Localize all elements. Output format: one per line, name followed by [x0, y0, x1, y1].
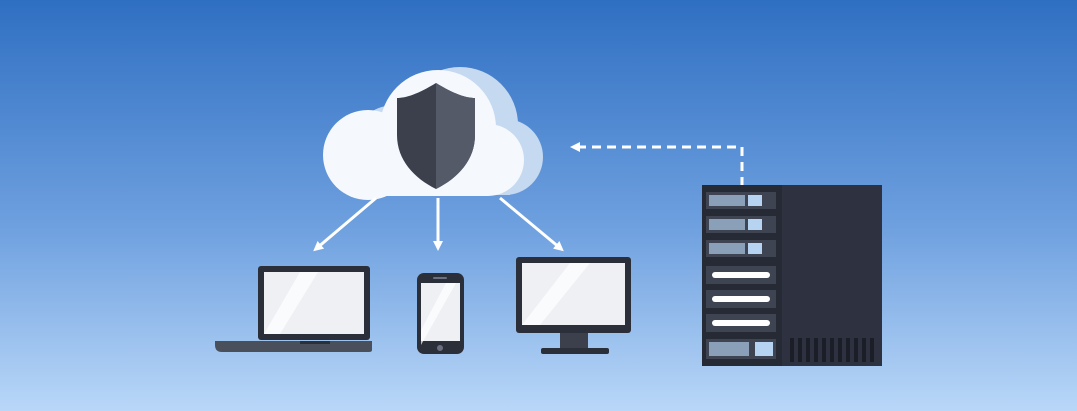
- server-vents: [790, 338, 874, 362]
- smartphone-icon: [417, 273, 464, 354]
- server-drive-bays: [706, 192, 776, 257]
- connections: [313, 142, 744, 252]
- server-rack-icon: [702, 185, 882, 366]
- cloud-icon: [323, 67, 543, 200]
- shield-icon: [397, 83, 475, 189]
- desktop-monitor-icon: [516, 257, 631, 354]
- arrow-cloud-to-laptop: [313, 196, 377, 252]
- dashed-arrow-server-to-cloud: [570, 142, 744, 186]
- server-blade-slots: [706, 266, 776, 332]
- arrow-cloud-to-monitor: [499, 196, 564, 252]
- laptop-icon: [215, 266, 372, 352]
